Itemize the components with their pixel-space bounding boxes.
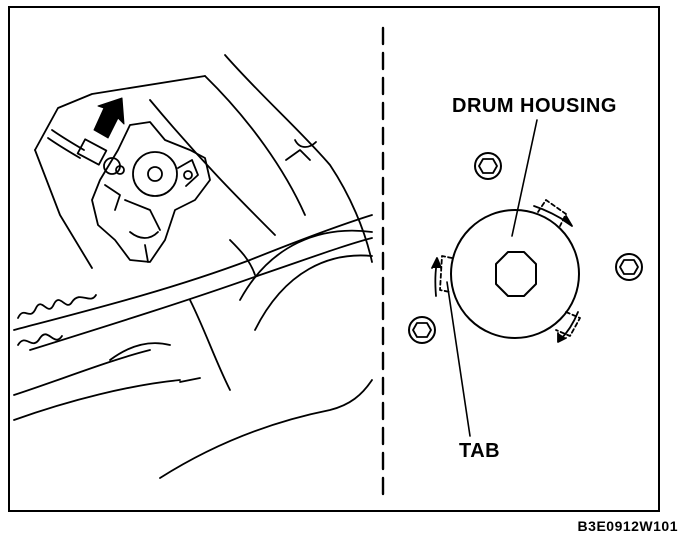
drum-housing-leader — [511, 119, 538, 237]
tab-lower-right — [555, 311, 581, 337]
tab-left — [439, 255, 453, 293]
rotation-arrows — [431, 205, 579, 343]
pull-direction-arrow — [93, 97, 125, 139]
drum-housing-label: DRUM HOUSING — [452, 95, 617, 117]
transmission-case-illustration — [13, 54, 373, 479]
bolt-top-left — [474, 152, 502, 180]
tab-leader — [446, 281, 471, 437]
bolt-right — [615, 253, 643, 281]
drum-housing — [450, 209, 580, 339]
figure-code: B3E0912W101 — [577, 518, 678, 534]
tab-label: TAB — [459, 440, 501, 462]
hex-hub — [495, 251, 537, 297]
figure-frame — [8, 6, 660, 512]
actuator-assembly — [47, 121, 211, 263]
bolt-bottom-left — [408, 316, 436, 344]
